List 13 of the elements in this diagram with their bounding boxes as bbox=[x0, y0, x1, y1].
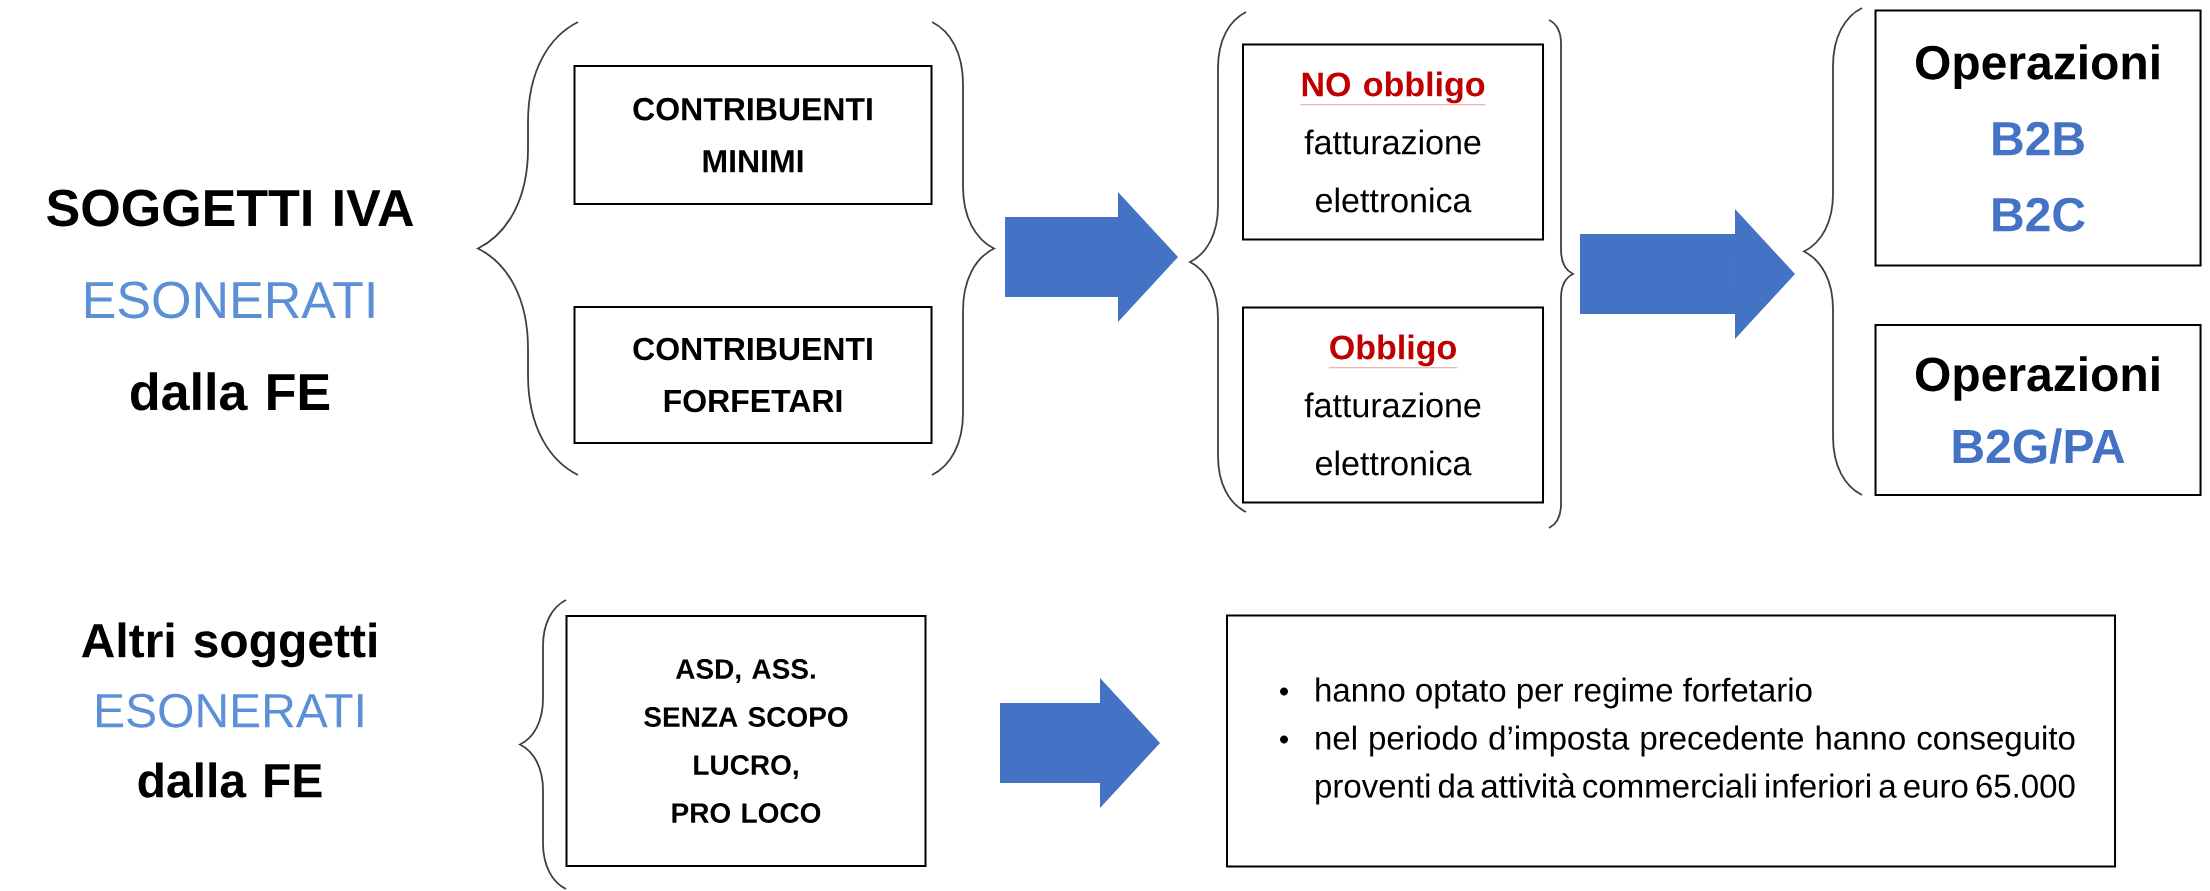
operations-box: Operazioni B2G/PA bbox=[1874, 324, 2202, 496]
block-arrow bbox=[1580, 209, 1796, 339]
block-arrow bbox=[1005, 192, 1178, 322]
category-box: CONTRIBUENTI MINIMI bbox=[573, 65, 933, 205]
outcome-box: Obbligo fatturazione elettronica bbox=[1242, 306, 1544, 504]
category-box: ASD, ASS. SENZA SCOPO LUCRO, PRO LOCO bbox=[565, 615, 927, 867]
heading-text: SOGGETTI IVA ESONERATI dalla FE bbox=[47, 189, 414, 411]
conditions-box: hanno optato per regime forfetario nel periodo d’imposta precedente hanno conseguito proventi da attività commerciali inferiori a euro 65.000 bbox=[1226, 614, 2117, 868]
outcome-box: NO obbligo fatturazione elettronica bbox=[1242, 43, 1544, 241]
heading-text: Altri soggetti ESONERATI dalla FE bbox=[81, 622, 376, 798]
category-box: CONTRIBUENTI FORFETARI bbox=[573, 306, 933, 444]
block-arrow bbox=[1000, 678, 1160, 808]
operations-box: Operazioni B2B B2C bbox=[1874, 9, 2202, 267]
